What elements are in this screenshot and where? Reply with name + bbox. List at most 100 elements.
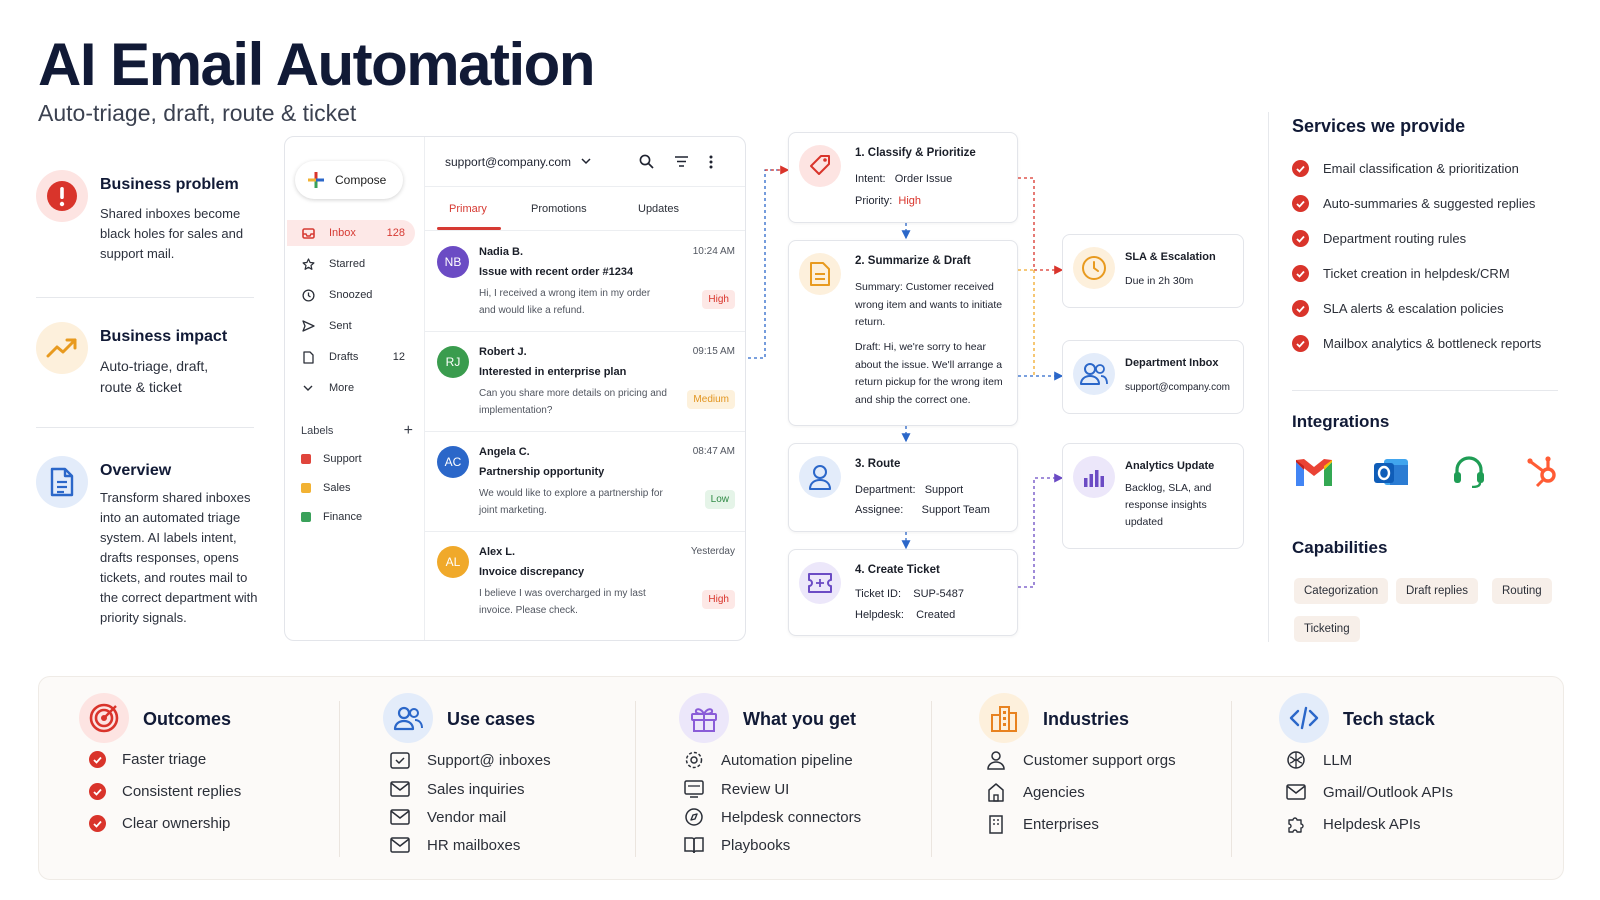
check-icon	[89, 815, 106, 832]
label-name: Sales	[323, 482, 351, 494]
target-icon	[79, 693, 129, 743]
check-icon	[1292, 265, 1309, 282]
divider	[1292, 390, 1558, 391]
outlook-icon	[1372, 455, 1410, 489]
step-title: 3. Route	[855, 458, 901, 470]
service-item: Email classification & prioritization	[1292, 160, 1519, 177]
capabilities-heading: Capabilities	[1292, 538, 1388, 557]
email-row[interactable]: RJ Robert J. 09:15 AM Interested in ente…	[425, 332, 745, 432]
mail-icon	[389, 806, 411, 828]
email-row[interactable]: AL Alex L. Yesterday Invoice discrepancy…	[425, 532, 745, 632]
nav-starred[interactable]: Starred	[287, 251, 415, 277]
divider	[635, 701, 636, 857]
check-icon	[89, 751, 106, 768]
label-name: Support	[323, 453, 362, 465]
book-icon	[683, 834, 705, 856]
deliverable-item: Automation pipeline	[683, 749, 853, 771]
label-color	[301, 483, 311, 493]
label-finance[interactable]: Finance	[301, 511, 362, 523]
nav-inbox[interactable]: Inbox 128	[287, 220, 415, 246]
account-selector[interactable]: support@company.com	[445, 154, 572, 169]
capability-pill: Routing	[1492, 578, 1552, 604]
clock-icon	[301, 288, 315, 302]
nav-count: 128	[386, 227, 405, 239]
use-case-item: HR mailboxes	[389, 834, 520, 856]
email-subject: Interested in enterprise plan	[479, 366, 627, 378]
connector	[1018, 177, 1064, 275]
buildings-icon	[979, 693, 1029, 743]
label-support[interactable]: Support	[301, 453, 362, 465]
tab-promotions[interactable]: Promotions	[531, 203, 587, 215]
email-row[interactable]: NB Nadia B. 10:24 AM Issue with recent o…	[425, 232, 745, 332]
email-row[interactable]: AC Angela C. 08:47 AM Partnership opport…	[425, 432, 745, 532]
step-department: Department: Support	[855, 484, 964, 496]
person-icon	[799, 456, 841, 498]
search-icon[interactable]	[639, 154, 654, 169]
priority-badge: High	[702, 290, 735, 309]
step-intent: Intent: Order Issue	[855, 173, 953, 185]
nav-snoozed[interactable]: Snoozed	[287, 282, 415, 308]
step-draft: Draft: Hi, we're sorry to hear about the…	[855, 341, 1003, 406]
plus-icon	[308, 172, 324, 188]
what-you-get-column: What you get Automation pipeline Review …	[679, 677, 939, 879]
step-priority: Priority: High	[855, 195, 922, 207]
business-problem-text: Shared inboxes become black holes for sa…	[100, 206, 244, 261]
step-classify-card: 1. Classify & Prioritize Intent: Order I…	[788, 132, 1018, 223]
avatar: NB	[437, 246, 469, 278]
label-color	[301, 454, 311, 464]
check-icon	[1292, 230, 1309, 247]
headset-icon	[1452, 456, 1486, 488]
what-you-get-heading: What you get	[743, 709, 856, 729]
deliverable-item: Review UI	[683, 778, 789, 800]
industry-item: Agencies	[985, 781, 1085, 803]
mail-main: support@company.com Primary Promotions U…	[425, 137, 745, 640]
inbox-check-icon	[389, 749, 411, 771]
mail-icon	[389, 778, 411, 800]
nav-label: Sent	[329, 320, 352, 332]
outcomes-heading: Outcomes	[143, 709, 232, 729]
monitor-icon	[683, 778, 705, 800]
chevron-down-icon[interactable]	[581, 158, 591, 165]
sla-text: Due in 2h 30m	[1125, 275, 1194, 287]
outcome-item: Clear ownership	[89, 815, 230, 832]
brain-icon	[1285, 749, 1307, 771]
filter-icon[interactable]	[674, 155, 689, 168]
capability-pill: Categorization	[1294, 578, 1389, 604]
tech-item: Helpdesk APIs	[1285, 813, 1421, 835]
email-time: 10:24 AM	[692, 246, 735, 257]
add-label-icon[interactable]: +	[403, 422, 413, 439]
office-building-icon	[985, 813, 1007, 835]
mail-sidebar: Compose Inbox 128 Starred Snoozed Sent D…	[285, 137, 425, 640]
compose-button[interactable]: Compose	[295, 161, 403, 199]
tab-primary[interactable]: Primary	[449, 203, 487, 215]
step-ticket-id: Ticket ID: SUP-5487	[855, 588, 965, 600]
mail-header: support@company.com	[425, 137, 745, 187]
use-case-item: Vendor mail	[389, 806, 506, 828]
email-subject: Issue with recent order #1234	[479, 266, 634, 278]
email-time: Yesterday	[690, 546, 735, 557]
nav-sent[interactable]: Sent	[287, 313, 415, 339]
use-case-item: Sales inquiries	[389, 778, 525, 800]
step-title: 2. Summarize & Draft	[855, 255, 971, 267]
nav-drafts[interactable]: Drafts 12	[287, 344, 415, 370]
connector	[1018, 473, 1064, 588]
outcomes-column: Outcomes Faster triage Consistent replie…	[79, 677, 329, 879]
person-icon	[985, 749, 1007, 771]
capability-pill: Ticketing	[1294, 616, 1360, 642]
email-subject: Invoice discrepancy	[479, 566, 585, 578]
send-icon	[301, 319, 315, 333]
active-tab-indicator	[437, 227, 501, 230]
nav-more[interactable]: More	[287, 375, 415, 401]
analytics-title: Analytics Update	[1125, 460, 1215, 472]
sla-card: SLA & Escalation Due in 2h 30m	[1062, 234, 1244, 308]
industries-column: Industries Customer support orgs Agencie…	[979, 677, 1249, 879]
more-vertical-icon[interactable]	[709, 155, 713, 169]
use-cases-column: Use cases Support@ inboxes Sales inquiri…	[383, 677, 633, 879]
email-time: 09:15 AM	[692, 346, 735, 357]
priority-badge: Low	[704, 490, 735, 509]
email-sender: Alex L.	[479, 546, 516, 558]
avatar: AL	[437, 546, 469, 578]
nav-label: Inbox	[329, 227, 356, 239]
label-sales[interactable]: Sales	[301, 482, 351, 494]
tab-updates[interactable]: Updates	[638, 203, 679, 215]
